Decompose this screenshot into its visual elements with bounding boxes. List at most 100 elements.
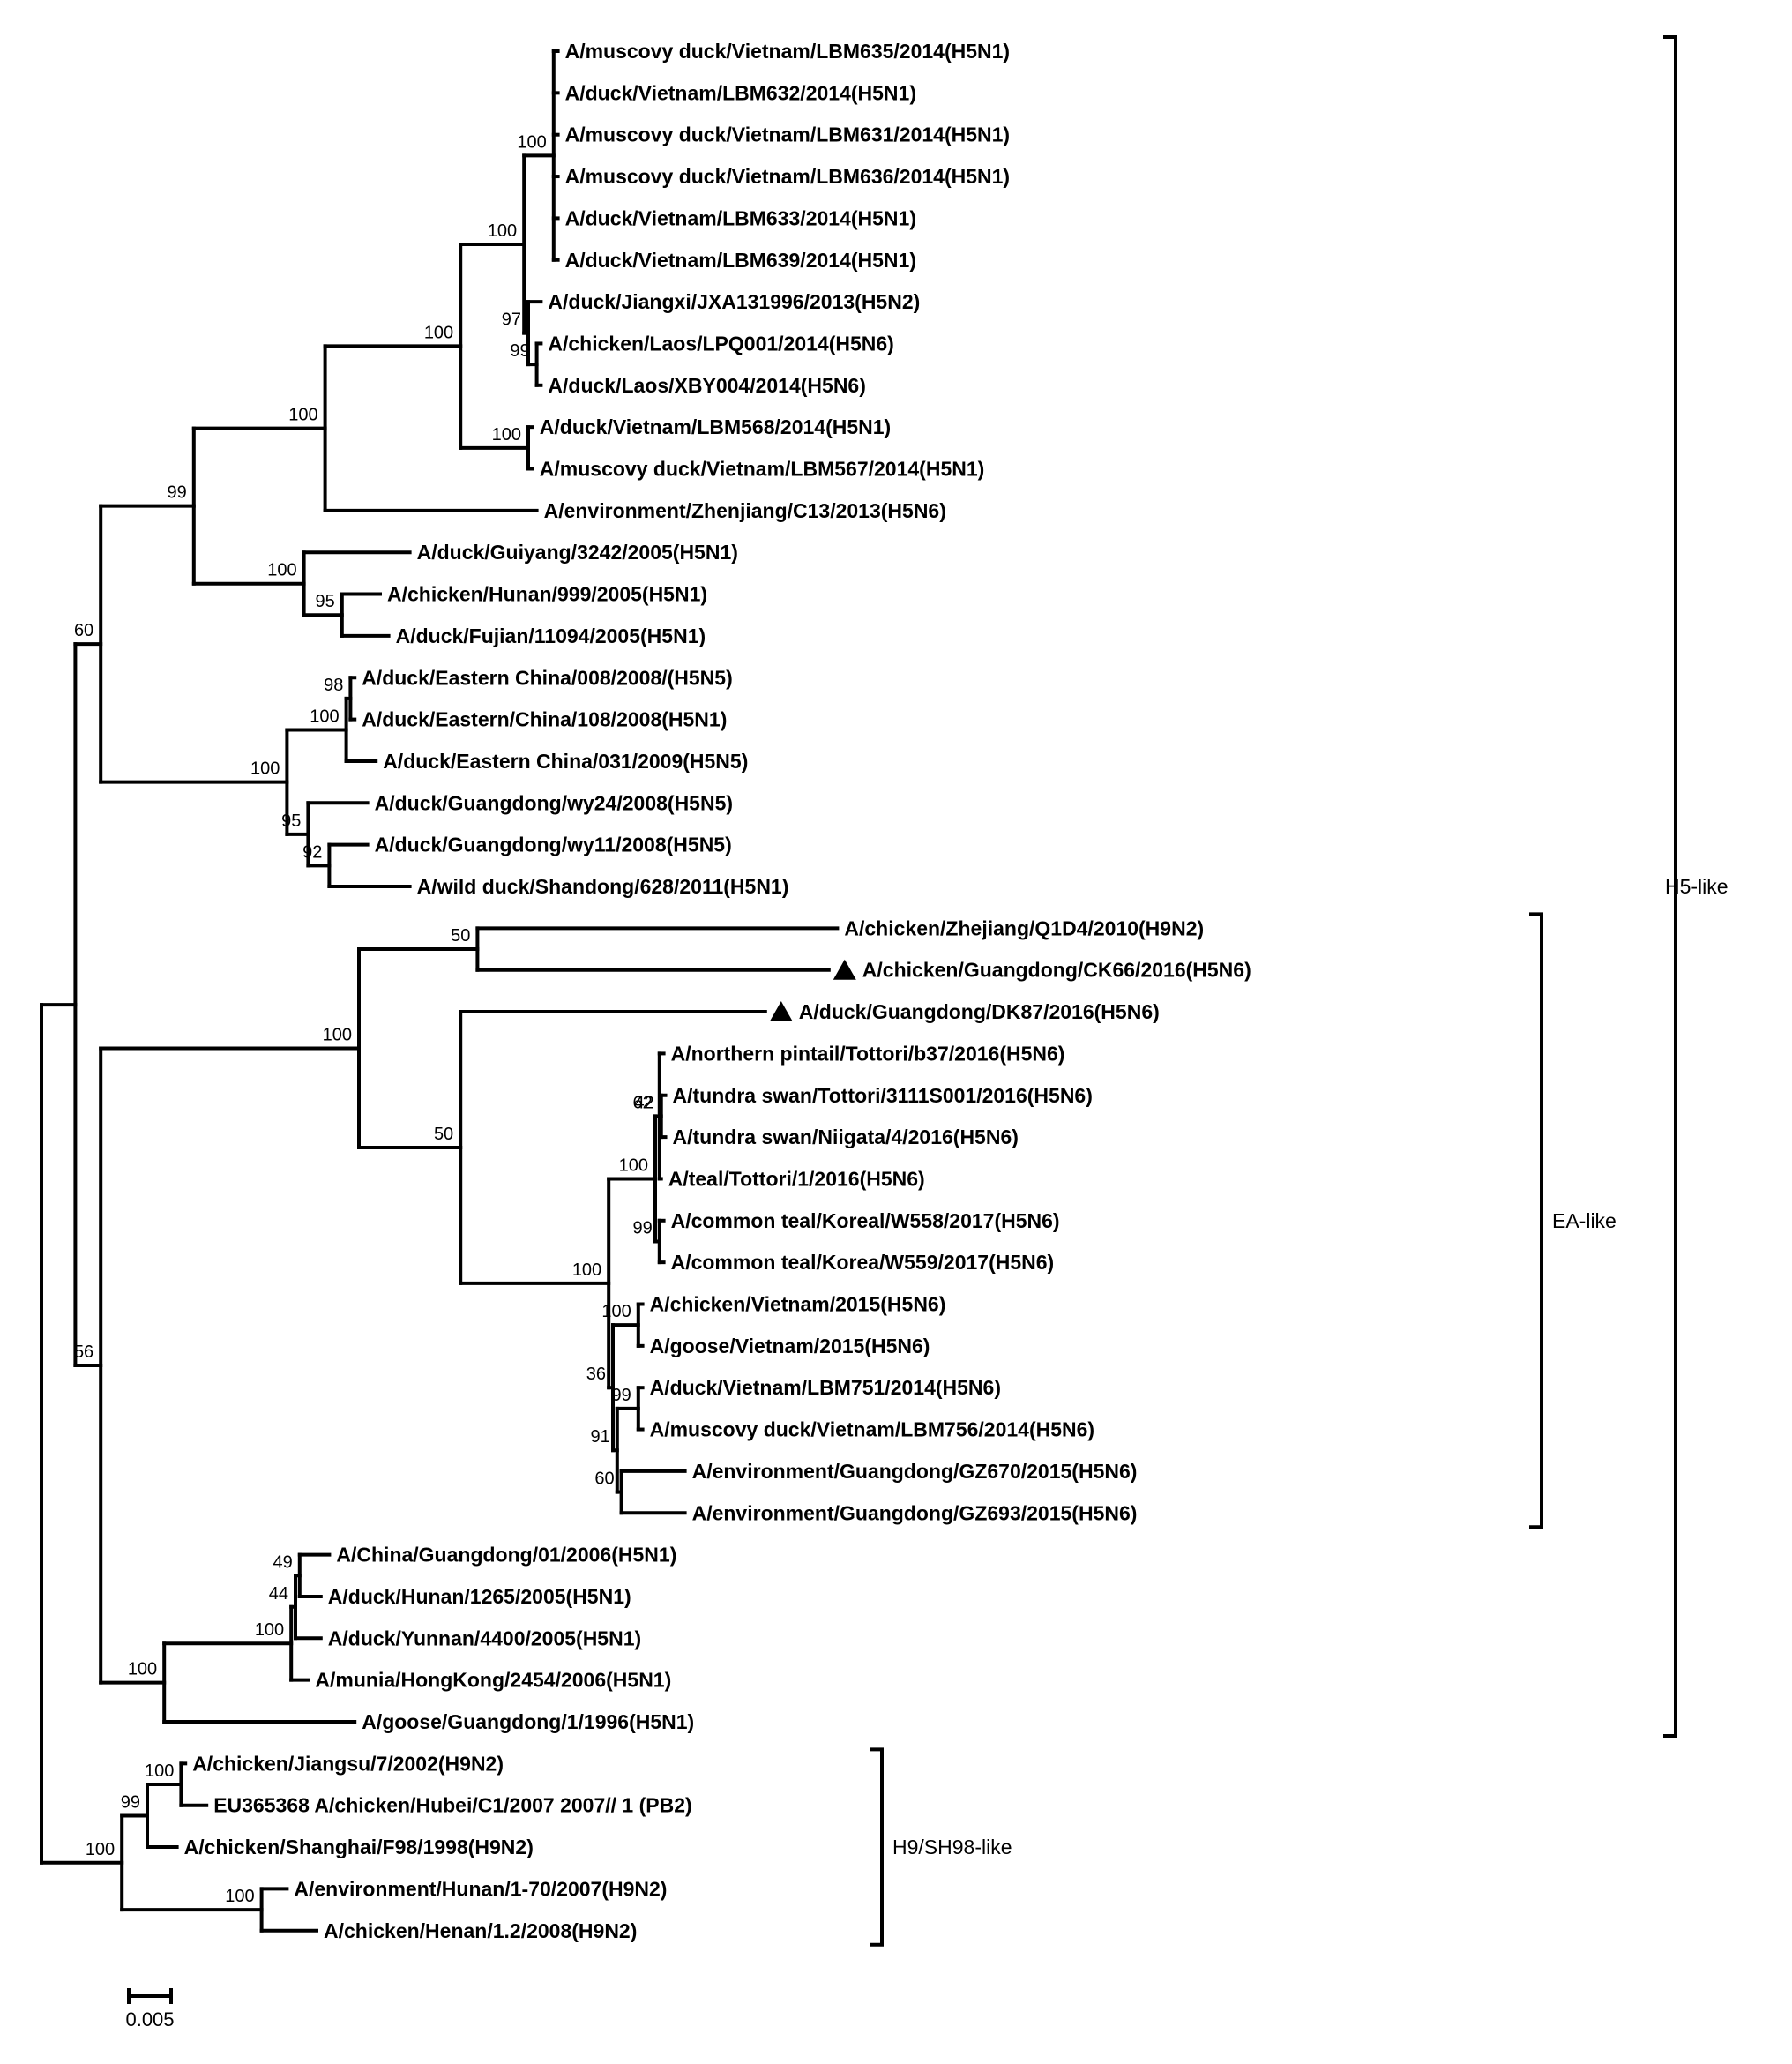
bootstrap-value: 42 [634, 1093, 653, 1112]
leaf-a-environment-hunan-1-70-2007-h9n2: A/environment/Hunan/1-70/2007(H9N2) [294, 1877, 667, 1900]
leaf-a-chicken-guangdong-ck66-2016-h5n6: A/chicken/Guangdong/CK66/2016(H5N6) [862, 959, 1251, 982]
scale-bar-line [127, 1988, 173, 2004]
filled-triangle-icon [769, 1001, 793, 1022]
bootstrap-value: 44 [269, 1584, 288, 1604]
leaf-a-goose-guangdong-1-1996-h5n1: A/goose/Guangdong/1/1996(H5N1) [362, 1710, 694, 1733]
bootstrap-value: 100 [572, 1260, 601, 1280]
bootstrap-value: 100 [619, 1155, 648, 1175]
leaf-a-muscovy-duck-vietnam-lbm567-2014-h5n1: A/muscovy duck/Vietnam/LBM567/2014(H5N1) [540, 458, 985, 481]
bootstrap-value: 97 [502, 310, 521, 330]
leaf-a-duck-vietnam-lbm568-2014-h5n1: A/duck/Vietnam/LBM568/2014(H5N1) [540, 415, 891, 438]
bootstrap-value: 100 [128, 1660, 157, 1679]
leaf-a-duck-jiangxi-jxa131996-2013-h5n2: A/duck/Jiangxi/JXA131996/2013(H5N2) [548, 290, 920, 313]
bootstrap-value: 100 [250, 759, 280, 779]
leaf-a-chicken-vietnam-2015-h5n6: A/chicken/Vietnam/2015(H5N6) [650, 1293, 946, 1316]
bootstrap-labels: 1009997100100100100951009998100929510060… [74, 132, 654, 1906]
leaf-a-chicken-zhejiang-q1d4-2010-h9n2: A/chicken/Zhejiang/Q1D4/2010(H9N2) [844, 916, 1204, 939]
leaf-a-duck-vietnam-lbm639-2014-h5n1: A/duck/Vietnam/LBM639/2014(H5N1) [565, 249, 916, 272]
leaf-a-duck-laos-xby004-2014-h5n6: A/duck/Laos/XBY004/2014(H5N6) [548, 374, 866, 397]
leaf-a-duck-guangdong-dk87-2016-h5n6: A/duck/Guangdong/DK87/2016(H5N6) [799, 1000, 1160, 1023]
leaf-a-teal-tottori-1-2016-h5n6: A/teal/Tottori/1/2016(H5N6) [668, 1167, 925, 1190]
leaf-a-goose-vietnam-2015-h5n6: A/goose/Vietnam/2015(H5N6) [650, 1335, 930, 1357]
leaf-a-munia-hongkong-2454-2006-h5n1: A/munia/HongKong/2454/2006(H5N1) [315, 1669, 671, 1692]
bootstrap-value: 95 [316, 592, 335, 611]
bootstrap-value: 62 [633, 1093, 653, 1112]
leaf-labels: A/muscovy duck/Vietnam/LBM635/2014(H5N1)… [184, 40, 1251, 1942]
bootstrap-value: 50 [451, 926, 470, 946]
bootstrap-value: 36 [586, 1365, 606, 1384]
bootstrap-value: 100 [145, 1761, 174, 1781]
bootstrap-value: 100 [424, 323, 453, 342]
bootstrap-value: 100 [492, 425, 521, 445]
leaf-a-environment-guangdong-gz670-2015-h5n6: A/environment/Guangdong/GZ670/2015(H5N6) [692, 1460, 1138, 1483]
leaf-a-duck-vietnam-lbm632-2014-h5n1: A/duck/Vietnam/LBM632/2014(H5N1) [565, 81, 916, 104]
clade-label-h5-like: H5-like [1665, 875, 1729, 898]
leaf-a-muscovy-duck-vietnam-lbm756-2014-h5n6: A/muscovy duck/Vietnam/LBM756/2014(H5N6) [650, 1418, 1095, 1441]
leaf-a-duck-eastern-china-008-2008-h5n5: A/duck/Eastern China/008/2008/(H5N5) [362, 666, 733, 689]
bootstrap-value: 56 [74, 1342, 93, 1362]
leaf-a-duck-hunan-1265-2005-h5n1: A/duck/Hunan/1265/2005(H5N1) [328, 1585, 631, 1608]
leaf-a-china-guangdong-01-2006-h5n1: A/China/Guangdong/01/2006(H5N1) [336, 1544, 676, 1567]
leaf-a-tundra-swan-tottori-3111s001-2016-h5n6: A/tundra swan/Tottori/3111S001/2016(H5N6… [673, 1084, 1093, 1107]
bootstrap-value: 99 [168, 483, 187, 503]
clade-label-ea-like: EA-like [1552, 1209, 1617, 1232]
leaf-a-duck-vietnam-lbm633-2014-h5n1: A/duck/Vietnam/LBM633/2014(H5N1) [565, 206, 916, 229]
leaf-a-duck-guangdong-wy24-2008-h5n5: A/duck/Guangdong/wy24/2008(H5N5) [375, 791, 733, 814]
bootstrap-value: 98 [324, 676, 343, 695]
leaf-a-duck-eastern-china-031-2009-h5n5: A/duck/Eastern China/031/2009(H5N5) [383, 750, 748, 773]
leaf-a-muscovy-duck-vietnam-lbm631-2014-h5n1: A/muscovy duck/Vietnam/LBM631/2014(H5N1) [565, 123, 1011, 146]
leaf-a-duck-vietnam-lbm751-2014-h5n6: A/duck/Vietnam/LBM751/2014(H5N6) [650, 1376, 1001, 1399]
leaf-a-common-teal-koreal-w558-2017-h5n6: A/common teal/Koreal/W558/2017(H5N6) [671, 1209, 1060, 1232]
bootstrap-value: 50 [434, 1125, 453, 1144]
clade-label-h9-sh98-like: H9/SH98-like [892, 1836, 1012, 1858]
leaf-a-chicken-shanghai-f98-1998-h9n2: A/chicken/Shanghai/F98/1998(H9N2) [184, 1836, 534, 1858]
bootstrap-value: 100 [310, 707, 339, 726]
leaf-a-common-teal-korea-w559-2017-h5n6: A/common teal/Korea/W559/2017(H5N6) [671, 1251, 1055, 1274]
leaf-eu365368-a-chicken-hubei-c1-2007-2007-1-pb2: EU365368 A/chicken/Hubei/C1/2007 2007// … [213, 1794, 692, 1817]
bootstrap-value: 100 [267, 561, 296, 580]
bootstrap-value: 100 [255, 1620, 284, 1640]
bootstrap-value: 95 [281, 811, 301, 831]
leaf-a-chicken-jiangsu-7-2002-h9n2: A/chicken/Jiangsu/7/2002(H9N2) [192, 1752, 504, 1775]
leaf-a-chicken-henan-1-2-2008-h9n2: A/chicken/Henan/1.2/2008(H9N2) [324, 1919, 637, 1942]
bootstrap-value: 99 [510, 341, 529, 361]
leaf-a-northern-pintail-tottori-b37-2016-h5n6: A/northern pintail/Tottori/b37/2016(H5N6… [671, 1042, 1065, 1065]
bootstrap-value: 91 [591, 1427, 610, 1447]
tree-branches [40, 49, 840, 1933]
leaf-a-chicken-hunan-999-2005-h5n1: A/chicken/Hunan/999/2005(H5N1) [387, 583, 707, 606]
scale-bar: 0.005 [125, 1988, 175, 2030]
bootstrap-value: 99 [121, 1793, 140, 1813]
bootstrap-value: 99 [633, 1218, 653, 1238]
leaf-a-environment-zhenjiang-c13-2013-h5n6: A/environment/Zhenjiang/C13/2013(H5N6) [544, 499, 946, 522]
bootstrap-value: 100 [517, 132, 546, 152]
leaf-a-duck-eastern-china-108-2008-h5n1: A/duck/Eastern/China/108/2008(H5N1) [362, 708, 727, 731]
clade-bracket-h9-sh98-like [870, 1747, 884, 1947]
leaf-a-duck-guangdong-wy11-2008-h5n5: A/duck/Guangdong/wy11/2008(H5N5) [375, 834, 732, 856]
bootstrap-value: 100 [225, 1887, 254, 1906]
bootstrap-value: 99 [612, 1386, 631, 1405]
leaf-a-chicken-laos-lpq001-2014-h5n6: A/chicken/Laos/LPQ001/2014(H5N6) [548, 332, 893, 355]
bootstrap-value: 92 [302, 842, 322, 862]
bootstrap-value: 49 [273, 1552, 293, 1572]
leaf-a-duck-guiyang-3242-2005-h5n1: A/duck/Guiyang/3242/2005(H5N1) [417, 541, 738, 564]
leaf-a-duck-fujian-11094-2005-h5n1: A/duck/Fujian/11094/2005(H5N1) [396, 624, 706, 647]
leaf-a-environment-guangdong-gz693-2015-h5n6: A/environment/Guangdong/GZ693/2015(H5N6) [692, 1501, 1138, 1524]
bootstrap-value: 100 [323, 1025, 352, 1044]
scale-bar-label: 0.005 [125, 2008, 174, 2030]
leaf-a-wild-duck-shandong-628-2011-h5n1: A/wild duck/Shandong/628/2011(H5N1) [417, 875, 789, 898]
bootstrap-value: 60 [74, 621, 93, 640]
leaf-a-muscovy-duck-vietnam-lbm635-2014-h5n1: A/muscovy duck/Vietnam/LBM635/2014(H5N1) [565, 40, 1011, 63]
bootstrap-value: 100 [86, 1840, 115, 1859]
bootstrap-value: 60 [594, 1469, 614, 1489]
clade-bracket-ea-like [1529, 912, 1543, 1529]
leaf-a-muscovy-duck-vietnam-lbm636-2014-h5n1: A/muscovy duck/Vietnam/LBM636/2014(H5N1) [565, 165, 1011, 188]
clade-bracket-h5-like [1663, 35, 1677, 1738]
filled-triangle-icon [833, 959, 856, 980]
bootstrap-value: 100 [488, 221, 517, 241]
bootstrap-value: 100 [601, 1302, 631, 1321]
leaf-a-duck-yunnan-4400-2005-h5n1: A/duck/Yunnan/4400/2005(H5N1) [328, 1627, 641, 1649]
bootstrap-value: 100 [288, 406, 317, 425]
leaf-a-tundra-swan-niigata-4-2016-h5n6: A/tundra swan/Niigata/4/2016(H5N6) [673, 1125, 1019, 1148]
